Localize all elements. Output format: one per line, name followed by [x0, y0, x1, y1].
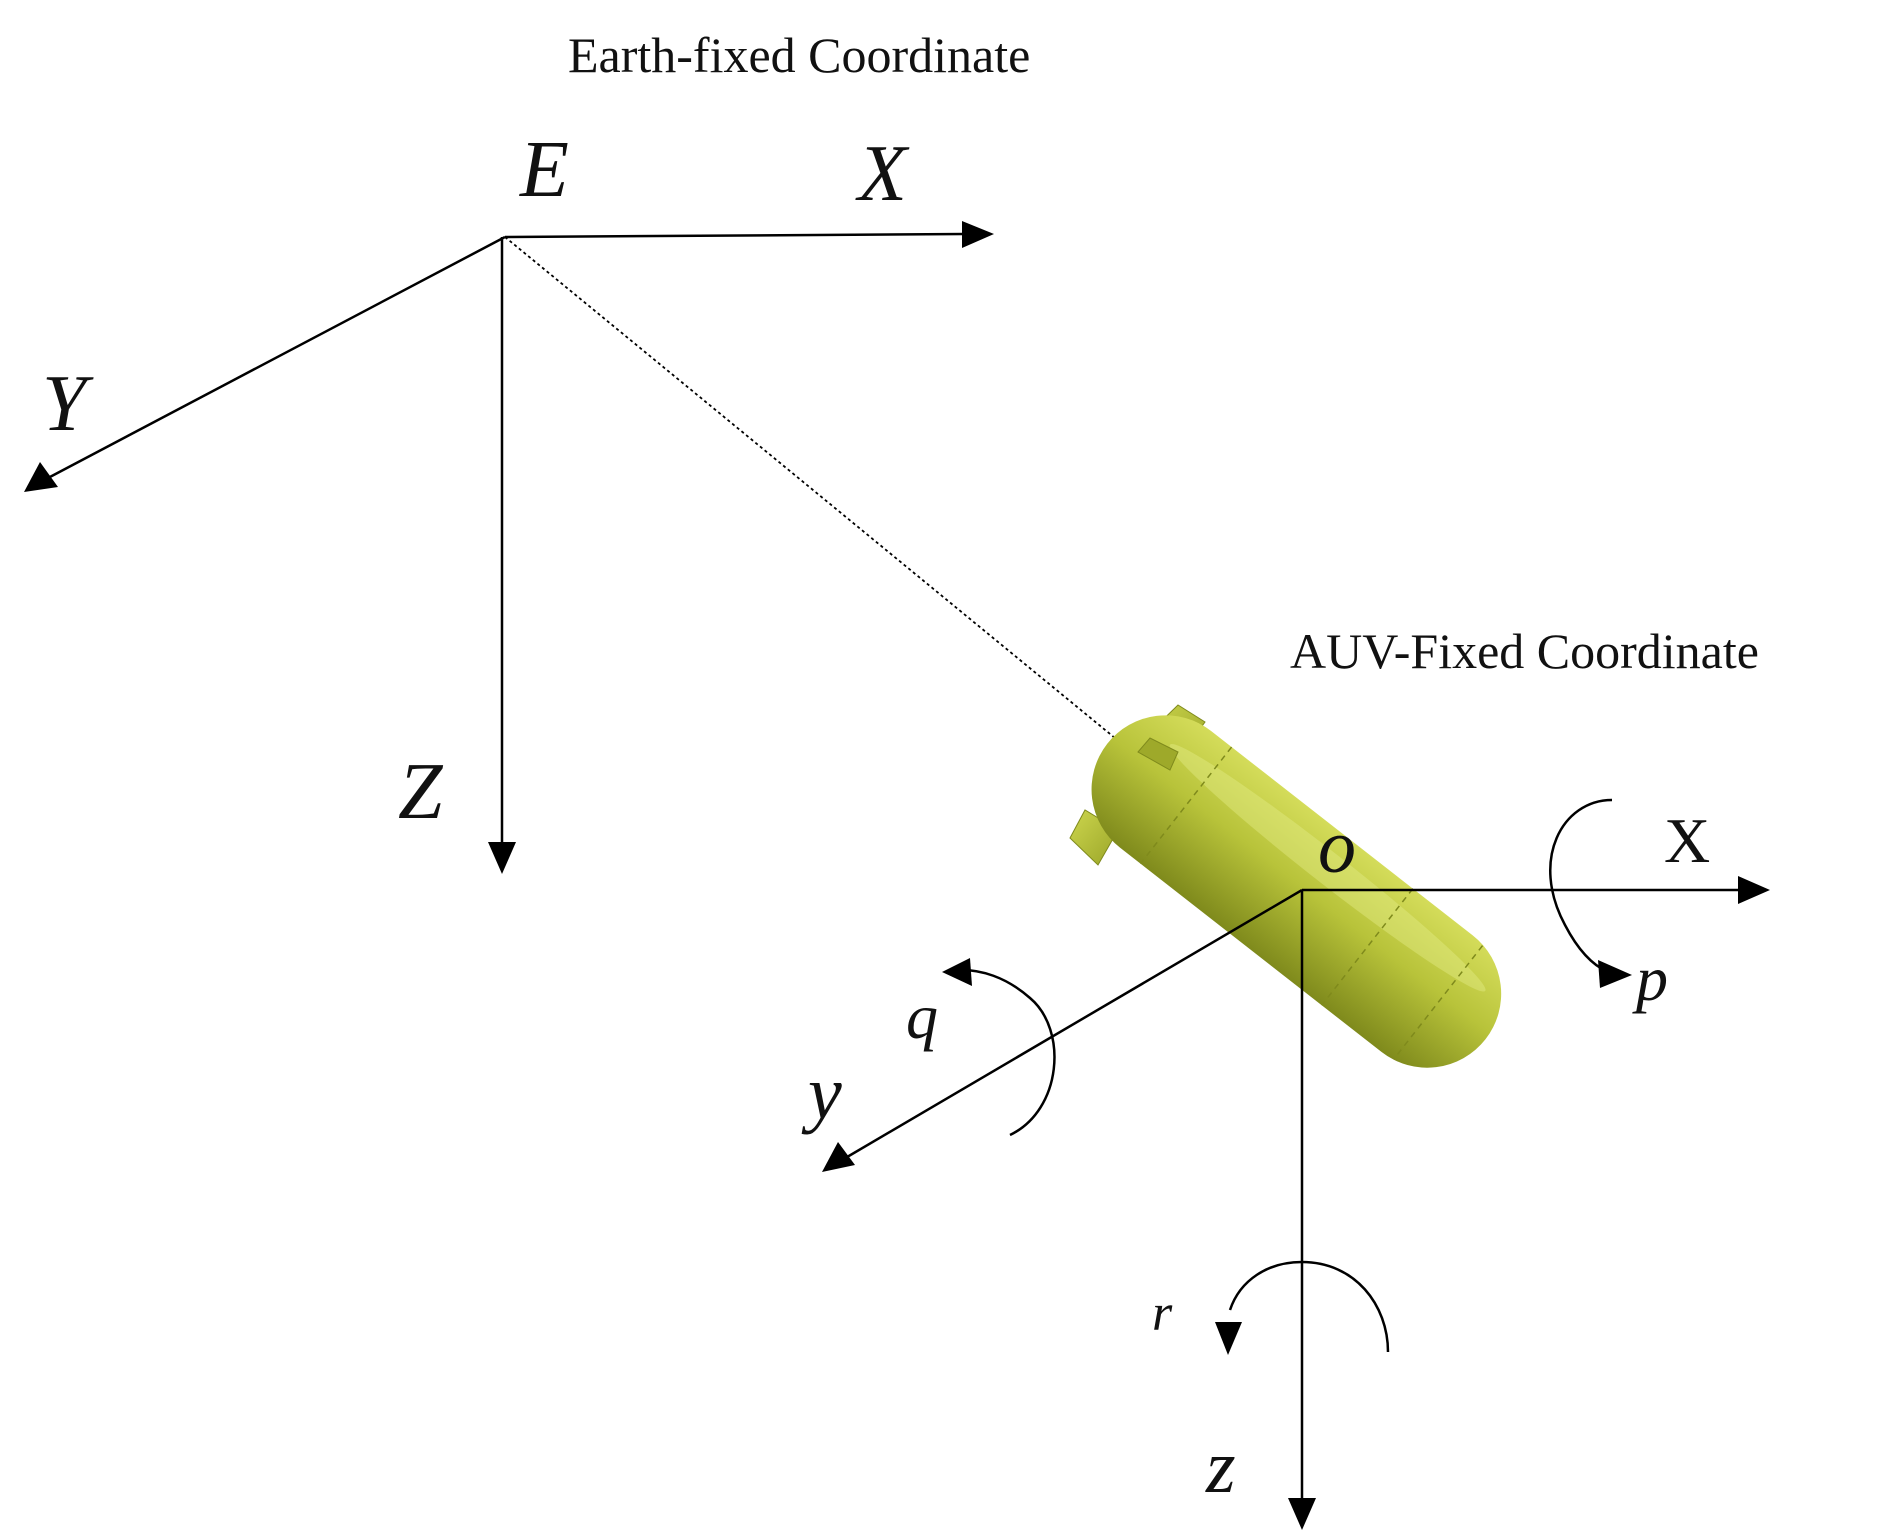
auv-hull-highlight — [1169, 743, 1486, 992]
auv-dorsal-block — [1137, 737, 1179, 771]
yaw-arc — [1228, 1260, 1390, 1353]
rotation-arcs — [961, 798, 1613, 1353]
earth-z-label: Z — [398, 748, 444, 836]
roll-arrowhead — [1598, 960, 1632, 988]
auv-y-arrowhead — [822, 1142, 855, 1172]
auv-origin-label: o — [1318, 805, 1356, 889]
earth-frame-title: Earth-fixed Coordinate — [568, 27, 1030, 83]
auv-frame-arrowheads — [822, 876, 1770, 1530]
auv-frame-axes — [841, 888, 1745, 1500]
auv-z-label: z — [1205, 1425, 1236, 1509]
roll-arc — [1549, 798, 1613, 974]
auv-frame-title: AUV-Fixed Coordinate — [1290, 623, 1759, 679]
pitch-label: q — [906, 981, 938, 1052]
earth-frame-axes — [47, 232, 1301, 891]
auv-hull-seam-1 — [1139, 746, 1233, 865]
rotation-arrowheads — [942, 958, 1632, 1355]
pitch-arrowhead — [942, 958, 972, 986]
earth-frame-arrowheads — [24, 221, 994, 874]
earth-x-label: X — [855, 130, 910, 218]
auv-x-arrowhead — [1738, 876, 1770, 904]
roll-label: p — [1632, 943, 1668, 1014]
earth-z-arrowhead — [488, 842, 516, 874]
auv-y-label: y — [801, 1051, 842, 1135]
pitch-arc-visible — [961, 968, 1056, 1137]
auv-y-axis — [841, 888, 1303, 1162]
auv-z-arrowhead — [1288, 1498, 1316, 1530]
auv-x-label: X — [1664, 805, 1710, 876]
earth-y-arrowhead — [24, 462, 58, 492]
earth-y-label: Y — [42, 360, 94, 448]
earth-origin-label: E — [519, 126, 569, 214]
earth-x-axis — [504, 232, 966, 239]
yaw-label: r — [1152, 1285, 1173, 1342]
yaw-arrowhead — [1215, 1322, 1242, 1355]
auv-hull-seam-2 — [1321, 888, 1414, 1006]
auv-vehicle — [1069, 704, 1502, 1068]
auv-hull-seam-3 — [1393, 945, 1484, 1060]
earth-x-arrowhead — [962, 221, 994, 248]
earth-y-axis — [47, 235, 506, 480]
auv-hull — [1091, 715, 1502, 1068]
